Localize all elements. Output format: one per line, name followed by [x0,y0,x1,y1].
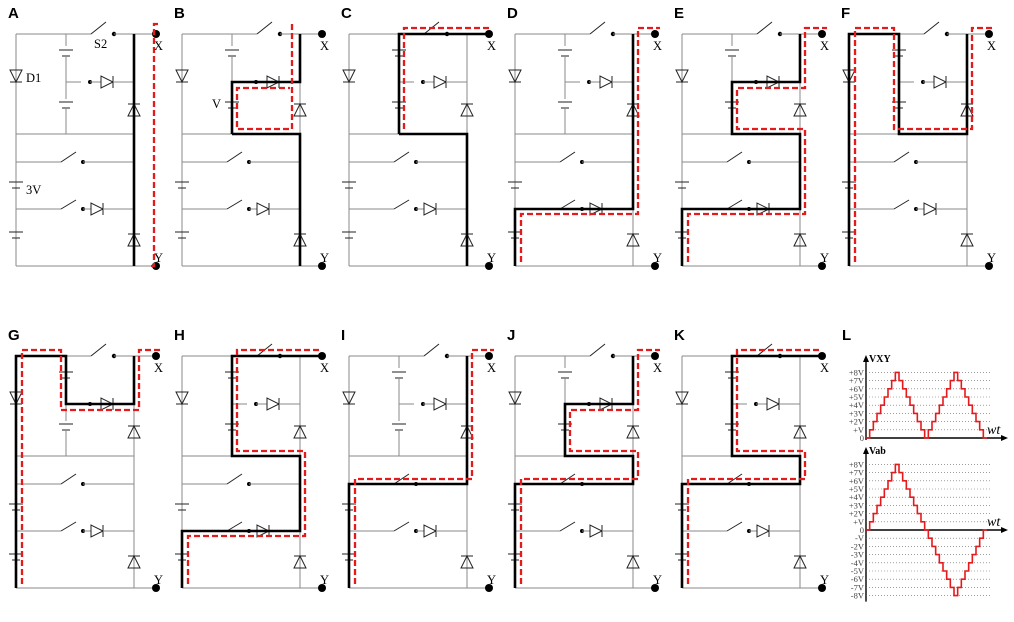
panel-label: E [674,5,684,22]
tick-label: -4V [851,558,865,568]
tick-label: +5V [849,484,865,494]
panel-a: A X Y D1 S2 3V [8,5,163,271]
terminal-y: Y [154,251,163,265]
panel-i: I X Y [341,327,496,593]
terminal-y: Y [487,251,496,265]
tick-label: +8V [849,459,865,469]
terminal-x: X [820,39,829,53]
tick-label: +V [853,425,865,435]
tick-label: -7V [851,582,865,592]
terminal-y: Y [987,251,996,265]
panel-label: A [8,5,19,22]
terminal-x: X [820,361,829,375]
terminal-x: X [154,39,163,53]
tick-label: -8V [851,591,865,601]
tick-label: +6V [849,476,865,486]
tick-label: +7V [849,376,865,386]
tick-label: -5V [851,566,865,576]
terminal-y: Y [820,573,829,587]
label-3v: 3V [26,183,41,197]
terminal-x: X [320,361,329,375]
bottom-waveform: Vab wt +8V+7V+6V+5V+4V+3V+2V+V0-V-2V-3V-4V… [849,446,1008,602]
tick-label: +5V [849,392,865,402]
terminal-x: X [154,361,163,375]
panel-d: D X Y [507,5,662,271]
tick-label: +2V [849,417,865,427]
tick-label: +V [853,517,865,527]
axis-label: Vab [869,446,886,457]
panel-g: G X Y [8,327,163,593]
y-axis-arrow [863,447,869,454]
terminal-x: X [487,361,496,375]
panel-k: K X Y [674,327,829,593]
tick-label: +4V [849,400,865,410]
x-axis-arrow [1001,527,1008,533]
panel-b: B X Y V [174,5,329,271]
y-axis-arrow [863,355,869,362]
panel-j: J X Y [507,327,662,593]
panel-c: C X Y [341,5,496,271]
terminal-y: Y [154,573,163,587]
panel-label: I [341,327,345,344]
tick-label: -6V [851,574,865,584]
tick-label: -V [855,533,865,543]
panel-label: L [842,327,851,344]
tick-label: +7V [849,468,865,478]
panel-label: C [341,5,352,22]
tick-label: +3V [849,408,865,418]
axis-label: VXY [869,354,891,365]
panel-label: K [674,327,685,344]
panel-e: E X Y [674,5,829,271]
tick-label: +8V [849,367,865,377]
panel-label: J [507,327,515,344]
x-axis-arrow [1001,435,1008,441]
panel-label: G [8,327,20,344]
terminal-x: X [487,39,496,53]
label-s2: S2 [94,37,107,51]
tick-label: 0 [860,433,864,443]
waveform-line [866,463,987,597]
top-waveform: VXY wt +8V+7V+6V+5V+4V+3V+2V+V0 [849,354,1008,443]
panel-f: F X Y [841,5,996,271]
terminal-y: Y [653,251,662,265]
label-d1: D1 [26,71,41,85]
time-label: wt [987,423,1001,438]
terminal-y: Y [320,251,329,265]
tick-label: +6V [849,384,865,394]
panel-h: H X Y [174,327,329,593]
terminal-y: Y [653,573,662,587]
terminal-y: Y [320,573,329,587]
terminal-x: X [987,39,996,53]
terminal-y: Y [487,573,496,587]
panel-label: F [841,5,850,22]
tick-label: -2V [851,541,865,551]
terminal-x: X [653,39,662,53]
terminal-x: X [653,361,662,375]
tick-label: 0 [860,525,864,535]
panel-label: B [174,5,185,22]
tick-label: +4V [849,492,865,502]
tick-label: +2V [849,509,865,519]
terminal-x: X [320,39,329,53]
label-v: V [212,97,221,111]
panel-label: H [174,327,185,344]
waveform-line [866,371,987,439]
terminal-y: Y [820,251,829,265]
tick-label: +3V [849,500,865,510]
time-label: wt [987,515,1001,530]
tick-label: -3V [851,550,865,560]
panel-label: D [507,5,518,22]
